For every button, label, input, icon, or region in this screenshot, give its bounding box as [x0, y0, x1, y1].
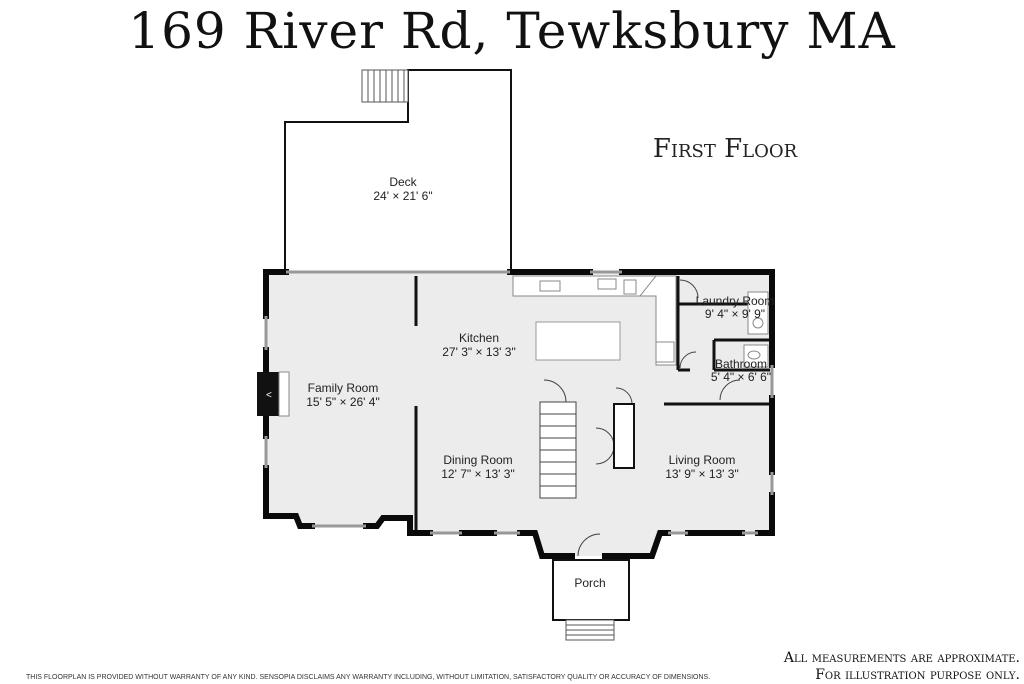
staircase [539, 401, 577, 499]
porch-area [552, 559, 630, 621]
kitchen-counters [512, 275, 677, 366]
room-name-dining-room: Dining Room [443, 453, 512, 467]
kitchen-island [535, 321, 621, 361]
measurement-note: All measurements are approximate. For il… [720, 650, 1020, 684]
room-dims-kitchen: 27' 3" × 13' 3" [442, 345, 516, 359]
svg-text:<: < [266, 390, 272, 401]
floor-label: First Floor [652, 134, 798, 164]
laundry-fixtures [743, 291, 769, 368]
room-name-living-room: Living Room [669, 453, 736, 467]
deck [284, 69, 512, 272]
page-title: 169 River Rd, Tewksbury MA [128, 2, 896, 60]
room-dims-laundry: 9' 4" × 9' 9" [705, 307, 765, 321]
measurement-note-line2: For illustration purpose only. [815, 667, 1020, 683]
disclaimer-text: THIS FLOORPLAN IS PROVIDED WITHOUT WARRA… [26, 674, 711, 681]
porch-steps [565, 619, 615, 641]
closet [613, 403, 635, 469]
deck-stairs [361, 69, 409, 103]
room-dims-deck: 24' × 21' 6" [373, 189, 432, 203]
house-floor [265, 272, 772, 641]
measurement-note-line1: All measurements are approximate. [783, 650, 1020, 666]
windows [264, 270, 774, 535]
room-dims-living-room: 13' 9" × 13' 3" [665, 467, 739, 481]
room-name-deck: Deck [389, 175, 417, 189]
room-name-porch: Porch [574, 576, 605, 590]
room-dims-bathroom: 5' 4" × 6' 6" [711, 370, 771, 384]
room-name-family-room: Family Room [308, 381, 379, 395]
room-name-kitchen: Kitchen [459, 331, 499, 345]
exterior-walls [263, 269, 775, 559]
doors [543, 279, 741, 557]
room-name-laundry: Laundry Room [696, 294, 775, 308]
room-dims-dining-room: 12' 7" × 13' 3" [441, 467, 515, 481]
room-dims-family-room: 15' 5" × 26' 4" [306, 395, 380, 409]
fireplace: < [257, 371, 290, 417]
room-name-bathroom: Bathroom [715, 357, 767, 371]
